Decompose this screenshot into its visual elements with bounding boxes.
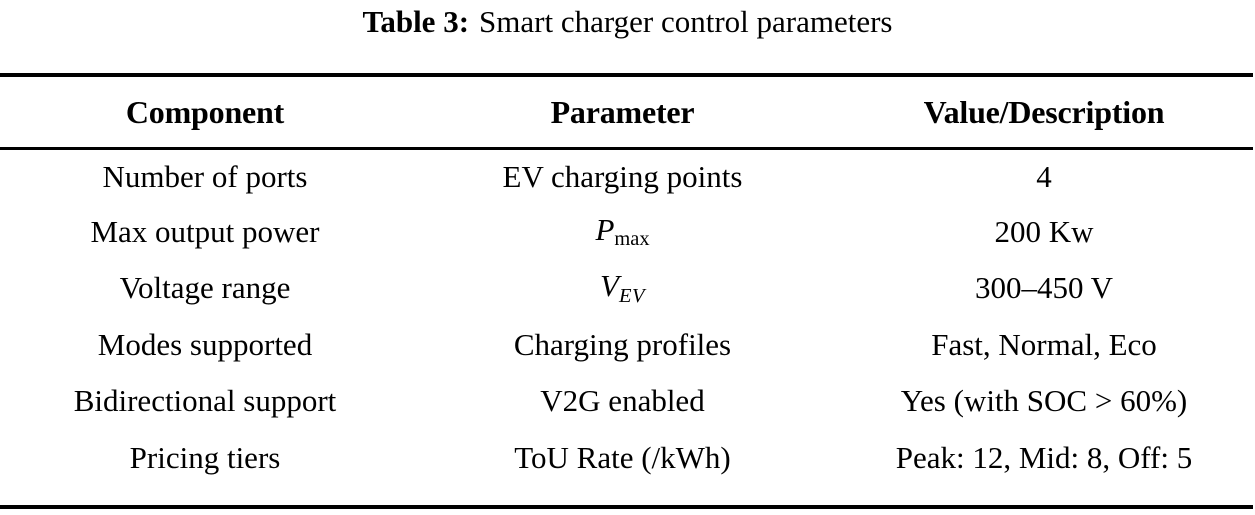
column-header-component: Component: [125, 93, 285, 130]
cell-value: 200 Kw: [994, 213, 1094, 249]
table-top-rule: [0, 73, 1253, 77]
table-row: Max output power Pmax 200 Kw: [0, 204, 1253, 261]
cell-component: Pricing tiers: [129, 439, 281, 475]
cell-parameter: Pmax: [410, 204, 835, 261]
cell-value: Fast, Normal, Eco: [931, 326, 1157, 362]
parameters-table: Component Parameter Value/Description Nu…: [0, 77, 1253, 486]
cell-component: Modes supported: [97, 326, 313, 362]
math-subscript: max: [614, 228, 650, 251]
caption-text: Smart charger control parameters: [479, 4, 893, 39]
table-caption: Table 3: Smart charger control parameters: [0, 4, 1255, 40]
table-bottom-rule: [0, 505, 1253, 509]
math-variable: P: [595, 211, 615, 247]
math-variable: V: [600, 268, 619, 304]
table-row: Number of ports EV charging points 4: [0, 147, 1253, 204]
table-body: Number of ports EV charging points 4 Max…: [0, 147, 1253, 486]
column-header-value: Value/Description: [923, 93, 1165, 130]
cell-component: Max output power: [90, 213, 320, 249]
cell-value: Yes (with SOC > 60%): [900, 383, 1188, 419]
cell-value: Peak: 12, Mid: 8, Off: 5: [895, 439, 1193, 475]
table-row: Bidirectional support V2G enabled Yes (w…: [0, 373, 1253, 430]
cell-value: 4: [1036, 159, 1052, 195]
table-row: Modes supported Charging profiles Fast, …: [0, 317, 1253, 374]
table-header-row: Component Parameter Value/Description: [0, 77, 1253, 147]
cell-parameter: EV charging points: [502, 159, 743, 195]
cell-component: Number of ports: [102, 159, 308, 195]
cell-parameter: VEV: [410, 260, 835, 317]
cell-parameter: ToU Rate (/kWh): [514, 439, 731, 475]
cell-component: Voltage range: [119, 270, 291, 306]
cell-component: Bidirectional support: [73, 383, 337, 419]
table-header: Component Parameter Value/Description: [0, 77, 1253, 147]
caption-label: Table 3:: [362, 4, 470, 39]
column-header-parameter: Parameter: [550, 93, 695, 130]
table-row: Pricing tiers ToU Rate (/kWh) Peak: 12, …: [0, 430, 1253, 487]
cell-parameter: Charging profiles: [513, 326, 732, 362]
math-subscript: EV: [618, 284, 645, 307]
table-row: Voltage range VEV 300–450 V: [0, 260, 1253, 317]
cell-parameter: V2G enabled: [540, 383, 705, 419]
cell-value: 300–450 V: [974, 270, 1114, 306]
table-header-rule: [0, 147, 1253, 150]
